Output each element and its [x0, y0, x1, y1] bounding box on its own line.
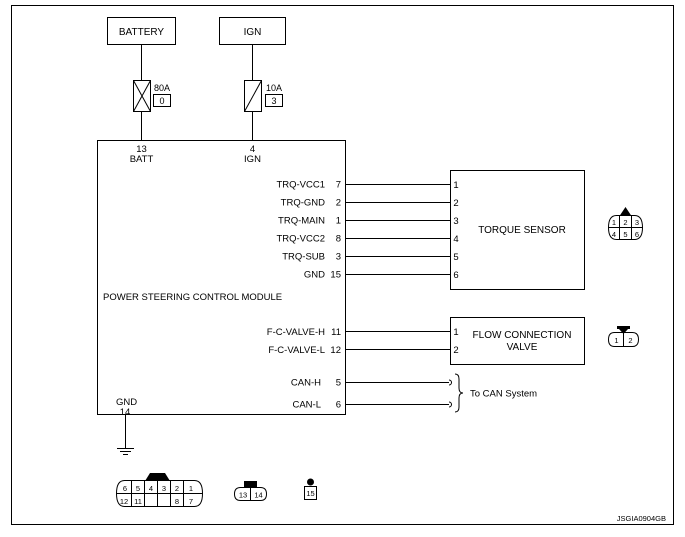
torque-pin-group: TRQ-VCC1 7 1 TRQ-GND 2 2 TRQ-MAIN 1 3 TR… — [276, 180, 458, 282]
ign-label: IGN — [244, 27, 262, 38]
can-pin-group: CAN-H 5 CAN-L 6 To CAN System — [291, 373, 537, 413]
pin-name: TRQ-MAIN — [278, 216, 325, 227]
valve-pin: 1 — [453, 327, 458, 338]
svg-text:1: 1 — [189, 484, 193, 493]
battery-label: BATTERY — [119, 27, 165, 38]
svg-text:4: 4 — [149, 484, 153, 493]
module-connector-icon: 6 5 4 3 2 1 12 11 8 7 — [115, 473, 204, 507]
ign-pin-number: 4 — [250, 144, 255, 155]
flow-connection-valve: FLOW CONNECTION VALVE — [450, 317, 585, 365]
pin-number: 6 — [336, 400, 341, 411]
ground-icon — [117, 414, 134, 455]
valve-label-line1: FLOW CONNECTION — [473, 330, 572, 341]
control-module: 13 BATT 4 IGN POWER STEERING CONTROL MOD… — [97, 140, 346, 418]
can-brace — [454, 373, 464, 413]
svg-text:3: 3 — [635, 218, 639, 227]
svg-text:3: 3 — [162, 484, 166, 493]
svg-text:1: 1 — [612, 218, 616, 227]
pin-number: 12 — [330, 345, 341, 356]
pin-name: F-C-VALVE-H — [267, 327, 325, 338]
svg-text:2: 2 — [175, 484, 179, 493]
torque-pin-row: TRQ-VCC1 7 1 — [276, 180, 458, 192]
torque-pin-row: TRQ-MAIN 1 3 — [278, 216, 459, 228]
pin-number: 5 — [336, 378, 341, 389]
pin-name: F-C-VALVE-L — [268, 345, 325, 356]
batt-pin-name: BATT — [130, 154, 154, 165]
module-gnd-pin: 14 — [120, 407, 131, 418]
pin-number: 1 — [336, 216, 341, 227]
sensor-pin: 1 — [453, 180, 458, 191]
diagram-border — [11, 5, 674, 525]
module-name: POWER STEERING CONTROL MODULE — [103, 292, 282, 303]
svg-text:2: 2 — [628, 336, 632, 345]
valve-label-line2: VALVE — [507, 342, 538, 353]
svg-text:12: 12 — [120, 497, 128, 506]
sensor-pin: 4 — [453, 234, 458, 245]
svg-text:5: 5 — [136, 484, 140, 493]
pin-number: 7 — [336, 180, 341, 191]
svg-text:1: 1 — [614, 336, 618, 345]
svg-text:6: 6 — [635, 230, 639, 239]
can-system-label: To CAN System — [470, 389, 537, 400]
fuse-batt-rating: 80A — [154, 83, 170, 93]
fuse-ign-rating: 10A — [266, 83, 282, 93]
torque-pin-row: TRQ-GND 2 2 — [281, 198, 459, 210]
pin-name: CAN-H — [291, 378, 321, 389]
svg-text:8: 8 — [175, 497, 179, 506]
valve-pin-row: F-C-VALVE-H 11 1 — [267, 327, 459, 338]
drawing-code: JSGIA0904GB — [617, 514, 666, 523]
svg-text:2: 2 — [623, 218, 627, 227]
svg-text:4: 4 — [612, 230, 616, 239]
torque-pin-row: TRQ-VCC2 8 4 — [276, 234, 458, 246]
pin-name: TRQ-VCC1 — [276, 180, 325, 191]
sensor-pin: 5 — [453, 252, 458, 263]
pin-name: GND — [304, 270, 325, 281]
can-pin-row: CAN-L 6 — [292, 400, 452, 411]
ign-fuse: 10A 3 — [244, 44, 283, 140]
pin-name: TRQ-VCC2 — [276, 234, 325, 245]
svg-text:13: 13 — [239, 491, 247, 500]
torque-pin-row: GND 15 6 — [304, 270, 459, 282]
sensor-pin: 2 — [453, 198, 458, 209]
battery-block: BATTERY — [107, 17, 176, 45]
module-gnd-name: GND — [116, 397, 137, 408]
valve-connector-icon: 1 2 — [607, 326, 640, 347]
svg-text:14: 14 — [254, 491, 262, 500]
batt-pin-number: 13 — [136, 144, 147, 155]
valve-pin: 2 — [453, 345, 458, 356]
torque-sensor-label: TORQUE SENSOR — [478, 225, 566, 236]
single-pin-connector-icon: 15 — [304, 478, 317, 500]
pin-number: 8 — [336, 234, 341, 245]
pin-number: 11 — [331, 327, 341, 338]
sensor-pin: 3 — [453, 216, 458, 227]
ign-pin-name: IGN — [244, 154, 261, 165]
pin-name: TRQ-GND — [281, 198, 325, 209]
svg-text:7: 7 — [189, 497, 193, 506]
valve-pin-row: F-C-VALVE-L 12 2 — [268, 345, 458, 356]
pin-name: CAN-L — [292, 400, 321, 411]
valve-pin-group: F-C-VALVE-H 11 1 F-C-VALVE-L 12 2 — [267, 327, 459, 356]
svg-text:15: 15 — [306, 489, 314, 498]
pin-number: 15 — [330, 270, 341, 281]
fuse-batt-number: 0 — [159, 96, 164, 106]
torque-pin-row: TRQ-SUB 3 5 — [282, 252, 458, 264]
can-pin-row: CAN-H 5 — [291, 378, 452, 389]
svg-text:5: 5 — [623, 230, 627, 239]
svg-text:11: 11 — [134, 497, 142, 506]
pin-number: 2 — [336, 198, 341, 209]
pin-number: 3 — [336, 252, 341, 263]
sensor-pin: 6 — [453, 270, 458, 281]
battery-fuse: 80A 0 — [133, 44, 171, 140]
torque-sensor: TORQUE SENSOR — [450, 170, 585, 290]
pin-name: TRQ-SUB — [282, 252, 325, 263]
gnd-connector-icon: 13 14 — [233, 481, 268, 501]
svg-text:6: 6 — [123, 484, 127, 493]
ign-block: IGN — [219, 17, 286, 45]
torque-sensor-connector-icon: 1 2 3 4 5 6 — [607, 207, 644, 240]
fuse-ign-number: 3 — [271, 96, 276, 106]
